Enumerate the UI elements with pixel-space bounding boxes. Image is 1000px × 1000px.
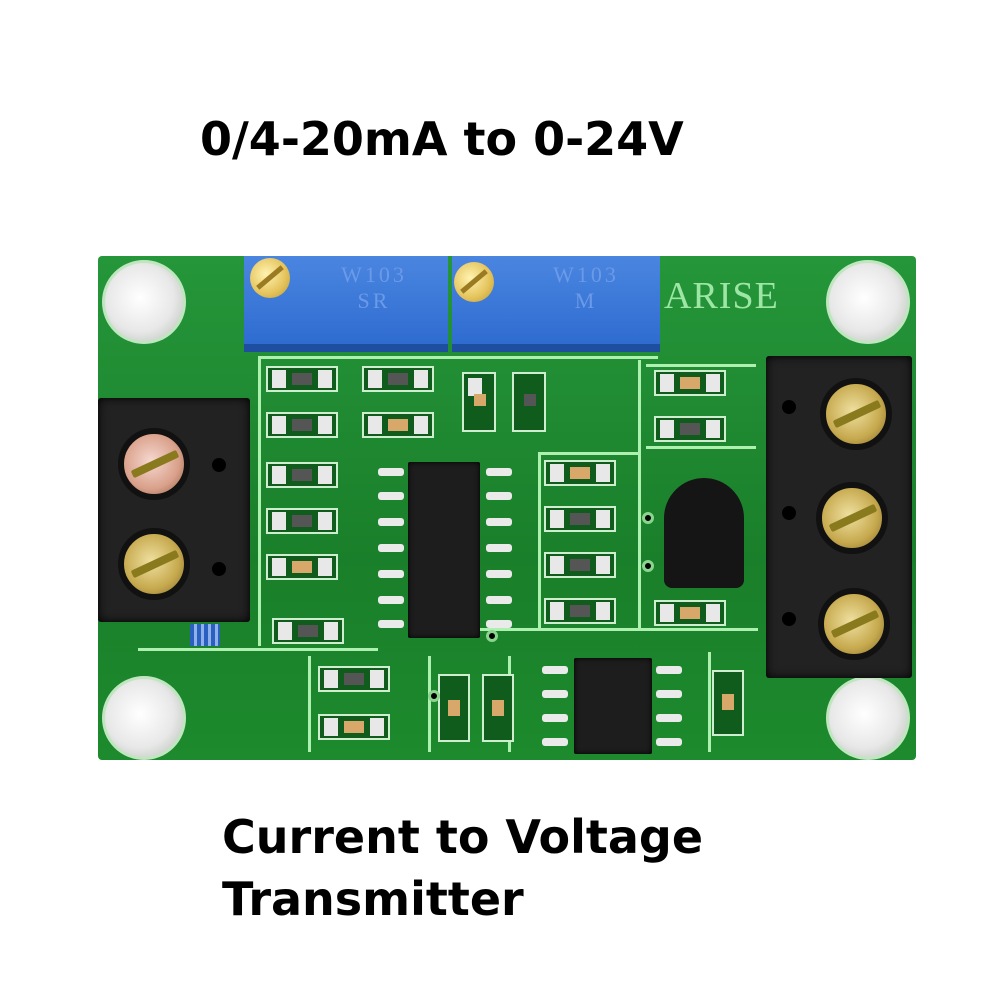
caption-line-2: Transmitter xyxy=(222,872,524,926)
terminal-dot xyxy=(782,400,796,414)
terminal-screw-icon xyxy=(118,528,190,600)
smd-capacitor xyxy=(544,460,616,486)
via xyxy=(642,560,654,572)
smd-resistor xyxy=(266,508,338,534)
smd-capacitor xyxy=(712,670,744,736)
trimmer-screw-icon xyxy=(250,258,290,298)
via xyxy=(642,512,654,524)
ic-chip-main xyxy=(408,462,480,638)
trimmer-potentiometer-1: W103 SR xyxy=(244,256,448,352)
trimmer-label: W103 M xyxy=(553,262,619,313)
silkscreen-line xyxy=(428,656,431,752)
smd-resistor xyxy=(266,462,338,488)
mounting-hole-top-left xyxy=(102,260,186,344)
trimmer-label: W103 SR xyxy=(341,262,407,313)
smd-capacitor xyxy=(438,674,470,742)
trimmer-potentiometer-2: W103 M xyxy=(452,256,660,352)
trimmer-screw-icon xyxy=(454,262,494,302)
pcb-board: W103 SR W103 M ARISE xyxy=(98,256,916,760)
terminal-screw-icon xyxy=(816,482,888,554)
smd-resistor xyxy=(272,618,344,644)
input-terminal-block xyxy=(98,398,250,622)
mounting-hole-top-right xyxy=(826,260,910,344)
terminal-screw-icon xyxy=(820,378,892,450)
silkscreen-line xyxy=(638,360,641,630)
smd-resistor xyxy=(266,366,338,392)
inductor xyxy=(190,624,220,646)
terminal-dot xyxy=(212,458,226,472)
ic-chip-secondary xyxy=(574,658,652,754)
smd-resistor xyxy=(544,598,616,624)
terminal-screw-icon xyxy=(118,428,190,500)
smd-capacitor xyxy=(482,674,514,742)
output-terminal-block xyxy=(766,356,912,678)
mounting-hole-bottom-left xyxy=(102,676,186,760)
silkscreen-line xyxy=(538,452,638,455)
silkscreen-line xyxy=(646,364,756,367)
silkscreen-line xyxy=(258,356,658,359)
smd-capacitor xyxy=(462,372,496,432)
mounting-hole-bottom-right xyxy=(826,676,910,760)
silkscreen-line xyxy=(258,356,261,646)
terminal-screw-icon xyxy=(818,588,890,660)
silkscreen-line xyxy=(138,648,378,651)
smd-capacitor xyxy=(654,600,726,626)
smd-resistor xyxy=(362,366,434,392)
smd-resistor xyxy=(266,412,338,438)
smd-capacitor xyxy=(266,554,338,580)
smd-capacitor xyxy=(362,412,434,438)
smd-resistor xyxy=(318,666,390,692)
smd-resistor xyxy=(544,506,616,532)
terminal-dot xyxy=(212,562,226,576)
terminal-dot xyxy=(782,506,796,520)
silkscreen-brand: ARISE xyxy=(664,275,779,317)
silkscreen-line xyxy=(308,656,311,752)
silkscreen-line xyxy=(708,652,711,752)
silkscreen-line xyxy=(646,446,756,449)
via xyxy=(428,690,440,702)
smd-capacitor xyxy=(654,370,726,396)
caption-product-name: Current to Voltage Transmitter xyxy=(222,806,703,930)
smd-resistor xyxy=(512,372,546,432)
via xyxy=(486,630,498,642)
silkscreen-line xyxy=(538,452,541,628)
headline-range: 0/4-20mA to 0-24V xyxy=(200,112,684,166)
smd-capacitor xyxy=(318,714,390,740)
smd-resistor xyxy=(654,416,726,442)
terminal-dot xyxy=(782,612,796,626)
caption-line-1: Current to Voltage xyxy=(222,810,704,864)
smd-resistor xyxy=(544,552,616,578)
transistor-to92 xyxy=(664,478,744,588)
silkscreen-line xyxy=(418,628,758,631)
